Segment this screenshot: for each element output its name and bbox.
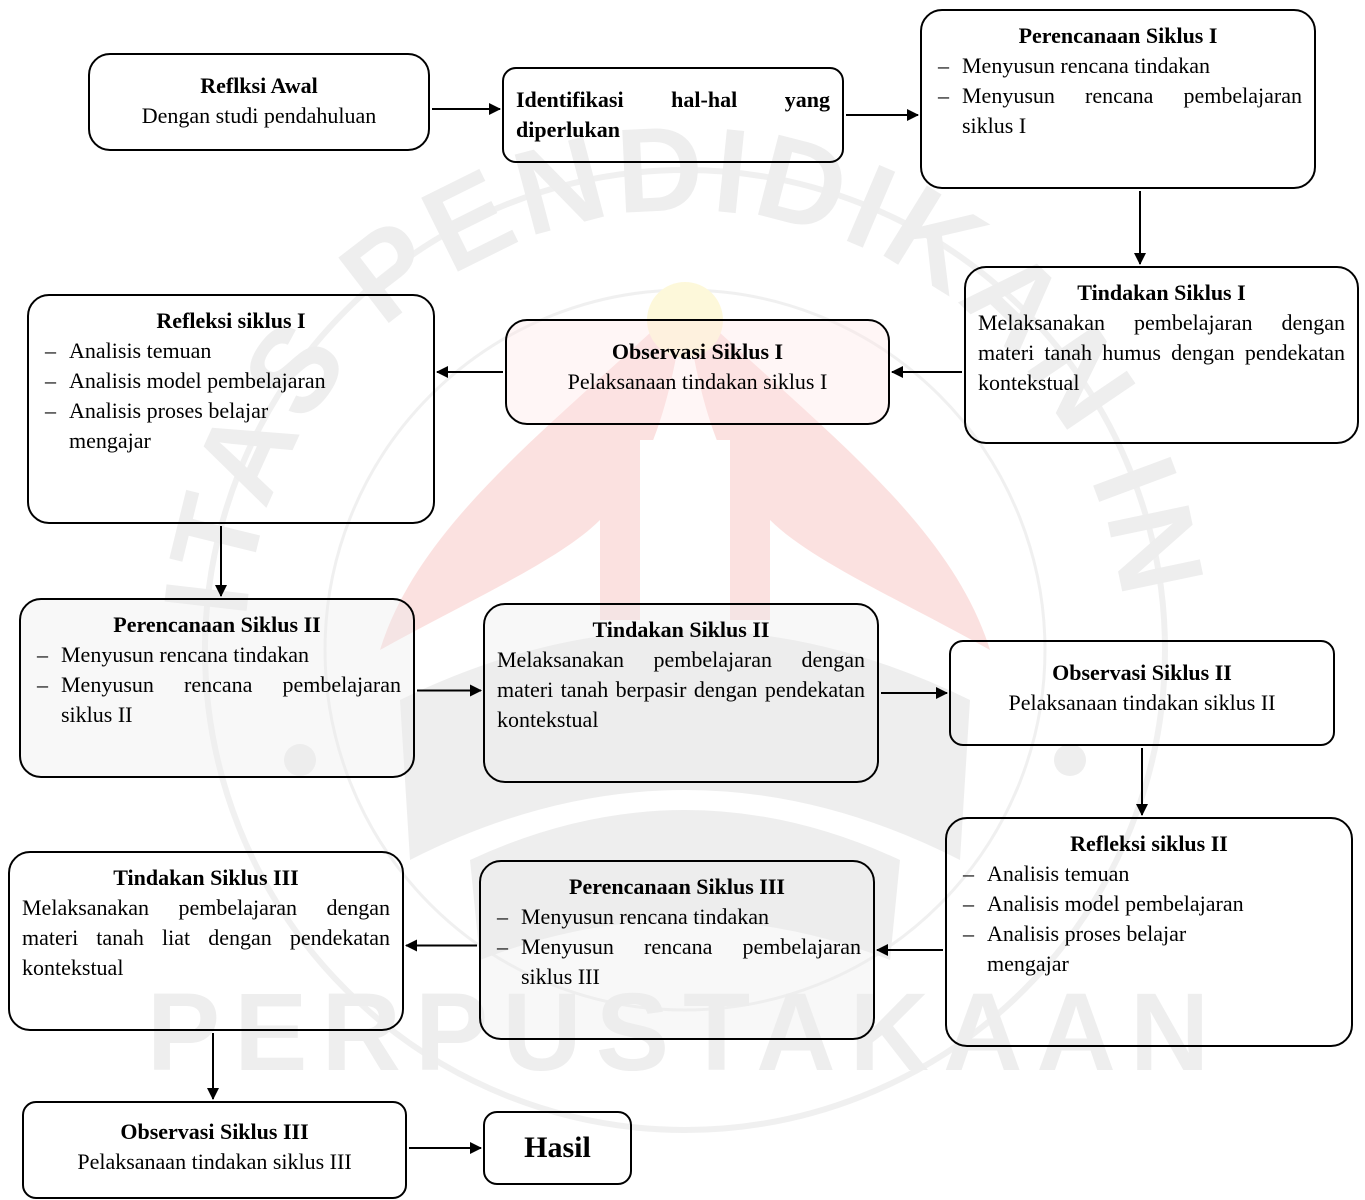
node-title: Observasi Siklus III	[120, 1119, 309, 1144]
node-title: Reflksi Awal	[200, 73, 318, 98]
list-item: Analisis proses belajar mengajar	[41, 396, 329, 456]
node-tindakan-siklus-1: Tindakan Siklus I Melaksanakan pembelaja…	[964, 266, 1359, 444]
node-text: Pelaksanaan tindakan siklus II	[1008, 690, 1276, 715]
node-perencanaan-siklus-3: Perencanaan Siklus III Menyusun rencana …	[479, 860, 875, 1040]
node-observasi-siklus-1: Observasi Siklus I Pelaksanaan tindakan …	[505, 319, 890, 425]
node-refleksi-siklus-1: Refleksi siklus I Analisis temuan Analis…	[27, 294, 435, 524]
node-title: Refleksi siklus II	[1070, 831, 1228, 856]
node-title: Refleksi siklus I	[156, 308, 306, 333]
list-item: Menyusun rencana pembelajaran siklus III	[493, 932, 861, 992]
node-text: Melaksanakan pembelajaran dengan materi …	[497, 647, 865, 732]
list-item: Menyusun rencana tindakan	[934, 51, 1302, 81]
list-item: Menyusun rencana pembelajaran siklus II	[33, 670, 401, 730]
list-item: Analisis temuan	[959, 859, 1339, 889]
list-item: Analisis model pembelajaran	[959, 889, 1339, 919]
list-item: Analisis model pembelajaran	[41, 366, 421, 396]
node-observasi-siklus-3: Observasi Siklus III Pelaksanaan tindaka…	[22, 1101, 407, 1199]
node-title: Identifikasi hal-hal yang diperlukan	[516, 87, 830, 142]
node-identifikasi: Identifikasi hal-hal yang diperlukan	[502, 67, 844, 163]
node-text: Melaksanakan pembelajaran dengan materi …	[22, 895, 390, 980]
node-tindakan-siklus-2: Tindakan Siklus II Melaksanakan pembelaj…	[483, 603, 879, 783]
node-title: Tindakan Siklus III	[113, 865, 299, 890]
list-item: Menyusun rencana tindakan	[33, 640, 401, 670]
node-title: Tindakan Siklus I	[1077, 280, 1246, 305]
node-text: Dengan studi pendahuluan	[141, 103, 377, 128]
node-perencanaan-siklus-2: Perencanaan Siklus II Menyusun rencana t…	[19, 598, 415, 778]
list-item: Menyusun rencana pembelajaran siklus I	[934, 81, 1302, 141]
node-hasil: Hasil	[483, 1111, 632, 1185]
node-title: Observasi Siklus II	[1052, 660, 1232, 685]
list-item: Analisis temuan	[41, 336, 421, 366]
node-tindakan-siklus-3: Tindakan Siklus III Melaksanakan pembela…	[8, 851, 404, 1031]
node-title: Perencanaan Siklus I	[1018, 23, 1218, 48]
node-title: Tindakan Siklus II	[592, 617, 770, 642]
node-text: Melaksanakan pembelajaran dengan materi …	[978, 310, 1345, 395]
node-observasi-siklus-2: Observasi Siklus II Pelaksanaan tindakan…	[949, 640, 1335, 746]
list-item: Menyusun rencana tindakan	[493, 902, 861, 932]
node-title: Perencanaan Siklus II	[113, 612, 321, 637]
node-text: Pelaksanaan tindakan siklus III	[77, 1149, 352, 1174]
node-title: Hasil	[524, 1131, 591, 1164]
node-title: Observasi Siklus I	[611, 339, 784, 364]
list-item: Analisis proses belajar mengajar	[959, 919, 1247, 979]
node-refleksi-awal: Reflksi Awal Dengan studi pendahuluan	[88, 53, 430, 151]
node-perencanaan-siklus-1: Perencanaan Siklus I Menyusun rencana ti…	[920, 9, 1316, 189]
node-title: Perencanaan Siklus III	[569, 874, 785, 899]
node-refleksi-siklus-2: Refleksi siklus II Analisis temuan Anali…	[945, 817, 1353, 1047]
node-text: Pelaksanaan tindakan siklus I	[567, 369, 828, 394]
